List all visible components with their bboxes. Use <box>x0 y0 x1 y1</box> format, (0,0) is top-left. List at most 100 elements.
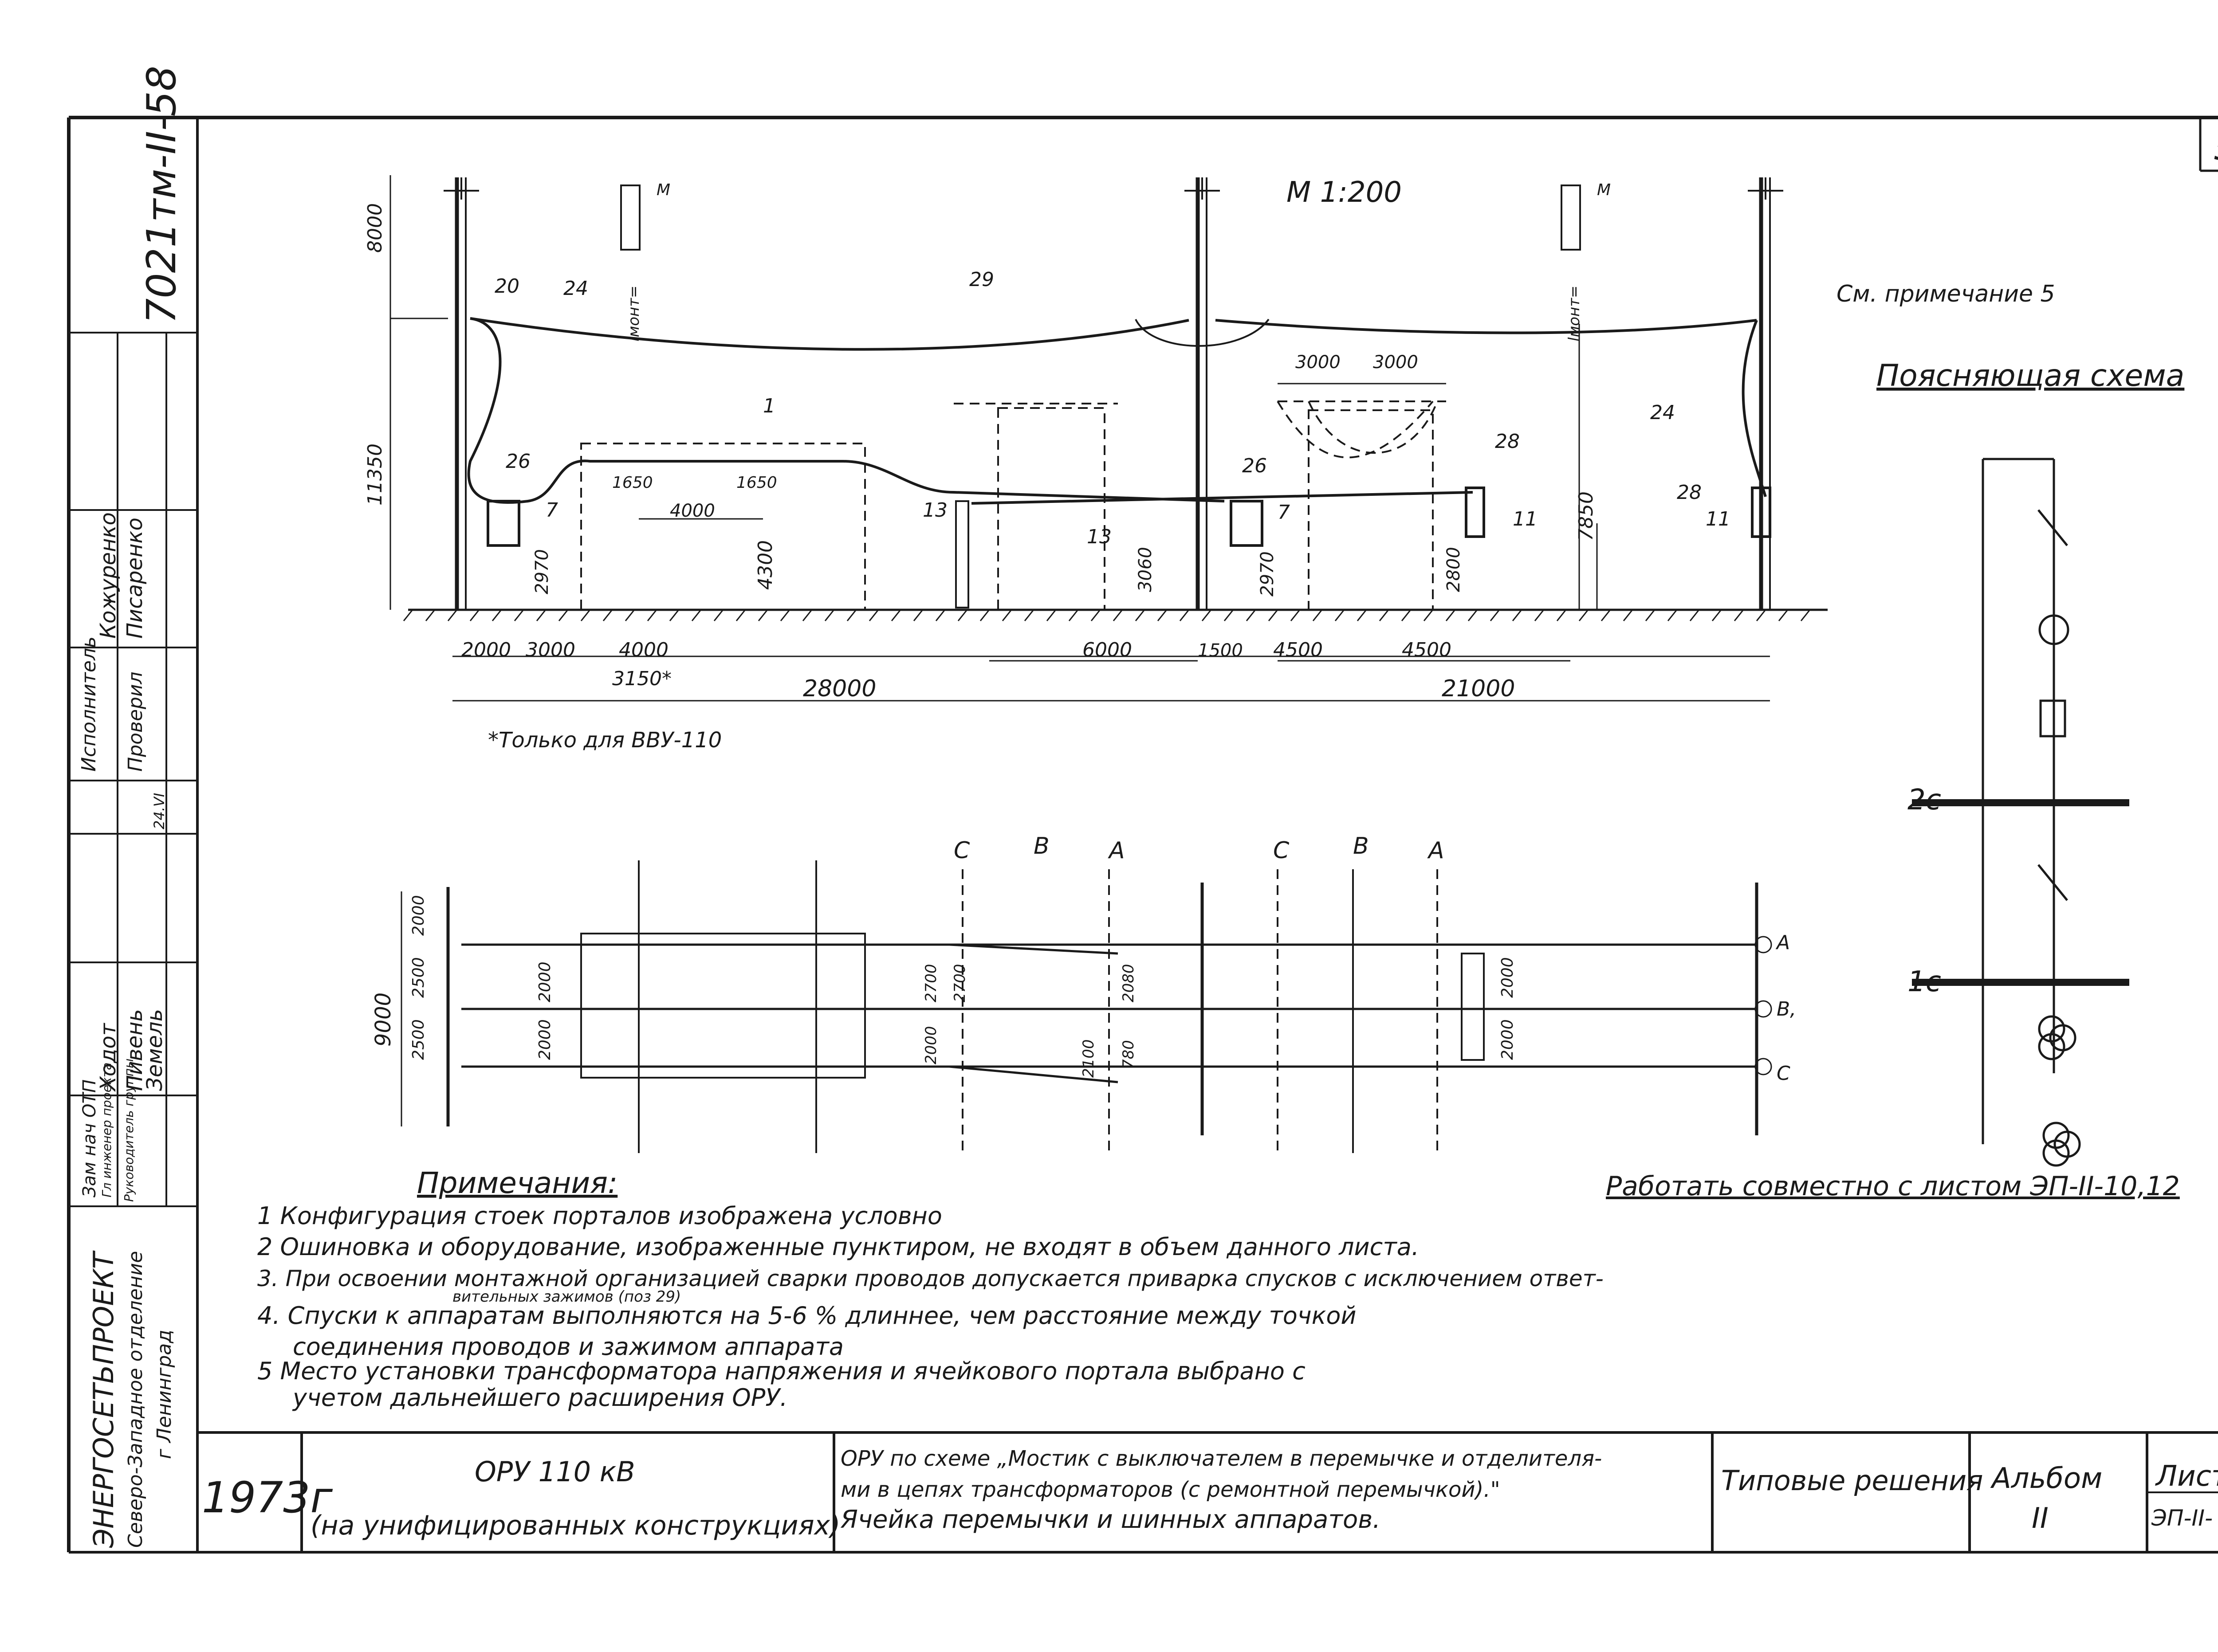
mont-label-2: lмонт= <box>1565 286 1583 341</box>
note-ref: См. примечание 5 <box>1837 281 2055 307</box>
note-line-4: 4. Спуски к аппаратам выполняются на 5-6… <box>257 1302 1356 1330</box>
phase-top-2: А <box>1108 837 1125 864</box>
dim-h-3000: 3000 <box>526 639 575 661</box>
stamp-role-3: Исполнитель <box>78 636 100 772</box>
note-line-3: вительных зажимов (поз 29) <box>452 1288 681 1306</box>
desc-line-2: ми в цепях трансформаторов (с ремонтной … <box>841 1477 1500 1502</box>
plan-dim-12: 2000 <box>1498 957 1517 998</box>
dim-4300: 4300 <box>754 540 777 590</box>
stamp-name-4: Писаренко <box>122 518 147 639</box>
object-line-1: ОРУ 110 кВ <box>475 1456 635 1488</box>
dim-2970-a: 2970 <box>532 549 552 594</box>
dim-7850: 7850 <box>1575 491 1597 541</box>
callout-11-b: 11 <box>1706 508 1730 530</box>
note-line-1: 2 Ошиновка и оборудование, изображенные … <box>257 1233 1419 1261</box>
plan-dim-9: 2100 <box>1080 1039 1097 1078</box>
plan-dim-13: 2000 <box>1498 1019 1517 1060</box>
dim-h-4500-b: 4500 <box>1402 639 1451 661</box>
dim-3060: 3060 <box>1135 547 1156 592</box>
stamp-name-3: Кожуренко <box>96 512 121 639</box>
album-label: Альбом <box>1990 1462 2102 1495</box>
plan-dim-10: 2080 <box>1120 964 1137 1002</box>
note-line-2: 3. При освоении монтажной организацией с… <box>257 1266 1604 1291</box>
plan-dim-2: 2500 <box>409 957 428 998</box>
plan-dim-11: 780 <box>1120 1040 1137 1069</box>
phase-right-0: А <box>1775 931 1790 954</box>
callout-13-a: 13 <box>923 499 948 522</box>
stamp-role-1: Гл инженер проекта <box>99 1063 114 1197</box>
year: 1973г <box>202 1473 333 1523</box>
stamp-role-2: Руководитель группы <box>122 1059 136 1202</box>
dim-h-3000-b: 3000 <box>1373 352 1418 373</box>
dim-h-4500-a: 4500 <box>1273 639 1323 661</box>
title-block-grid <box>197 1431 2218 1554</box>
footnote: *Только для ВВУ-110 <box>488 728 722 753</box>
desc-line-3: Ячейка перемычки и шинных аппаратов. <box>840 1505 1380 1534</box>
dim-h-3000-a: 3000 <box>1295 352 1341 373</box>
callout-28-b: 28 <box>1677 481 1702 504</box>
org-line-1: Северо-Западное отделение <box>124 1251 147 1548</box>
object-line-2: (на унифицированных конструкциях) <box>311 1510 840 1541</box>
stamp-name-1: Пивень <box>122 1009 147 1091</box>
elevation-ground <box>403 608 1828 621</box>
callout-24-a: 24 <box>563 277 588 300</box>
stamp-name-2: Земель <box>142 1009 167 1091</box>
dim-8000: 8000 <box>364 203 386 253</box>
series: Типовые решения <box>1721 1464 1983 1497</box>
org-line-2: г Ленинград <box>153 1330 176 1459</box>
callout-24-b: 24 <box>1650 401 1675 424</box>
plan-dim-3: 2500 <box>409 1019 428 1060</box>
work-note: Работать совместно с листом ЭП-II-10,12 <box>1606 1171 2180 1202</box>
note-line-6: 5 Место установки трансформатора напряже… <box>257 1357 1306 1385</box>
callout-1: 1 <box>763 395 775 417</box>
sheet-value: ЭП-II- <box>2151 1505 2213 1531</box>
plan-dim-7: 2700 <box>951 964 969 1002</box>
dim-2800: 2800 <box>1443 547 1464 592</box>
dim-h-1500: 1500 <box>1198 640 1243 661</box>
note-line-7: учетом дальнейшего расширения ОРУ. <box>292 1384 787 1412</box>
phase-top-5: А <box>1427 837 1444 864</box>
notes-heading: Примечания: <box>417 1166 617 1200</box>
callout-11-a: 11 <box>1513 508 1538 530</box>
dim-h-21000: 21000 <box>1442 675 1515 702</box>
dim-h-4000: 4000 <box>619 639 669 661</box>
phase-right-1: В, <box>1777 998 1796 1020</box>
note-line-0: 1 Конфигурация стоек порталов изображена… <box>257 1202 942 1230</box>
stamp-role-4: Проверил <box>124 671 147 772</box>
album-value: II <box>2032 1502 2049 1535</box>
m-label-2: М <box>1597 181 1611 199</box>
m-label-1: М <box>657 181 670 199</box>
phase-top-4: В <box>1353 833 1369 859</box>
stamp-name-0: Ходот <box>96 1022 121 1092</box>
dim-2970-b: 2970 <box>1257 551 1278 596</box>
plan-dim-6: 2700 <box>922 964 940 1002</box>
desc-line-1: ОРУ по схеме „Мостик с выключателем в пе… <box>841 1446 1602 1471</box>
dim-h-2000: 2000 <box>461 639 511 661</box>
sheet-label: Лист <box>2155 1460 2218 1493</box>
plan-dim-9000: 9000 <box>371 993 396 1047</box>
callout-13-b: 13 <box>1087 526 1112 548</box>
phase-top-1: В <box>1034 833 1050 859</box>
elevation-conductors <box>467 317 1767 505</box>
page-number: 52 <box>2214 127 2218 168</box>
portal-posts <box>444 177 1783 610</box>
callout-26-b: 26 <box>1242 455 1267 477</box>
stamp-date: 24.VI <box>151 793 168 829</box>
plan-dim-1: 2000 <box>409 895 428 936</box>
mont-label-1: lмонт= <box>625 286 643 341</box>
bus-label-1c: 1с <box>1907 965 1941 998</box>
callout-29: 29 <box>969 268 994 291</box>
elevation-equipment <box>487 184 1771 608</box>
bus-label-2c: 2с <box>1907 784 1941 816</box>
plan-dim-8: 2000 <box>922 1026 940 1064</box>
dim-h-28000: 28000 <box>803 675 876 702</box>
phase-right-2: С <box>1777 1062 1790 1085</box>
elevation-dimension-lines <box>389 175 1770 702</box>
dim-h-4000-mid: 4000 <box>670 501 715 521</box>
dim-h-6000: 6000 <box>1082 639 1132 661</box>
callout-26-a: 26 <box>506 450 531 473</box>
org-line-0: ЭНЕРГОСЕТЬПРОЕКТ <box>87 1250 120 1548</box>
clearance-1: 1650 <box>612 474 653 492</box>
phase-top-3: С <box>1273 837 1290 864</box>
